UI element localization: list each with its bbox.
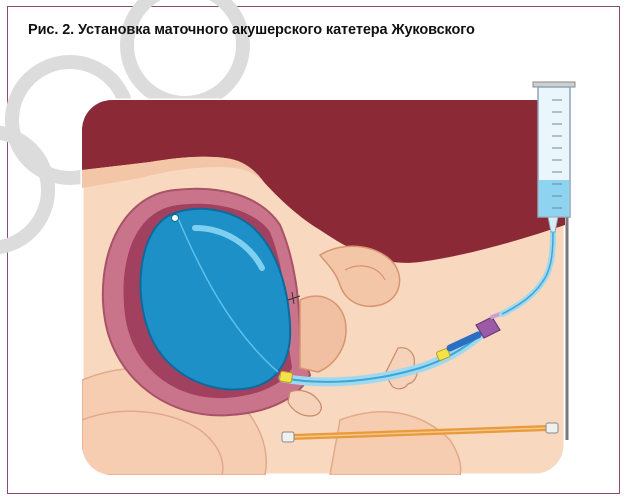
orange-tube-cap [282,432,294,442]
balloon-tip [172,215,179,222]
watermark-circle [0,132,48,248]
orange-tube-cap [546,423,558,433]
watermark-circle [127,0,243,103]
syringe-fluid [539,180,569,216]
yellow-connector [279,371,293,383]
figure-caption: Рис. 2. Установка маточного акушерского … [28,22,618,38]
